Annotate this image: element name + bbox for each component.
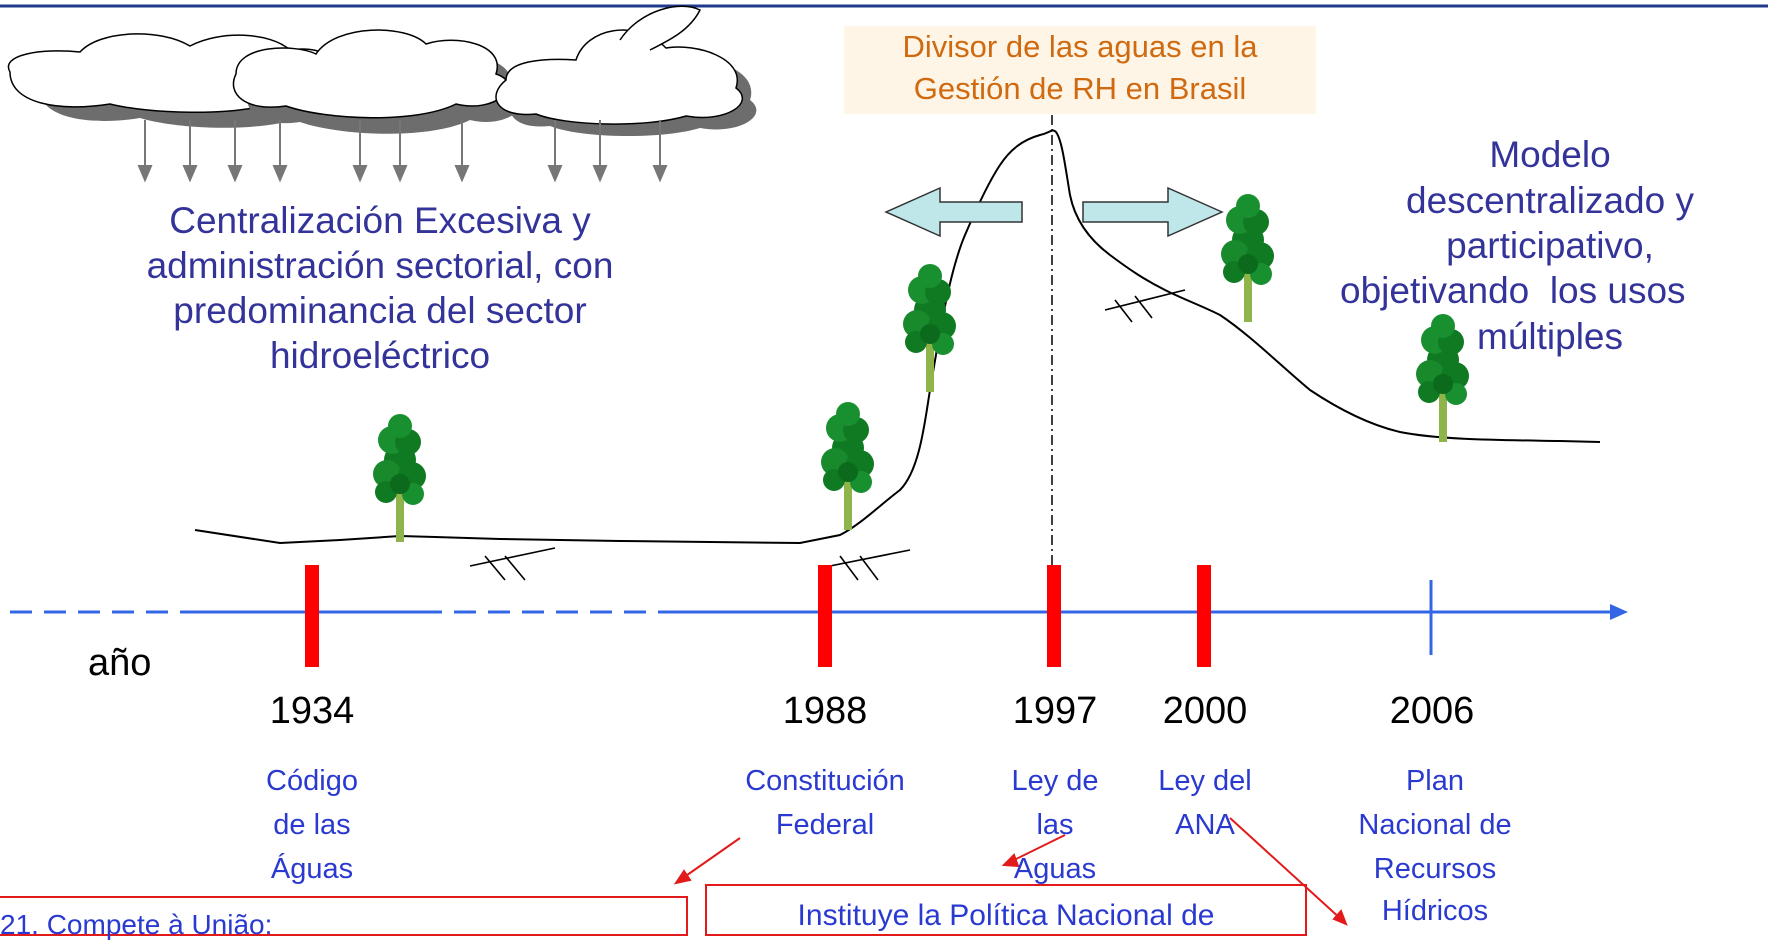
tree-icon [373, 414, 426, 542]
milestone-1934 [305, 565, 319, 667]
left-text-line-1: Centralización Excesiva y [169, 200, 591, 241]
event-label-1934-line-1: Código [266, 765, 358, 797]
bottom-box-left-text: 21. Compete à União: [0, 909, 273, 940]
event-label-1997-line-1: Ley de [1011, 765, 1099, 797]
annotation-arrow [673, 837, 741, 885]
year-label-2006: 2006 [1389, 690, 1475, 732]
hatch-mark [469, 547, 556, 581]
event-label-1988-line-2: Federal [775, 809, 875, 841]
heading-line-2: Gestión de RH en Brasil [913, 71, 1247, 106]
right-text-line-4: objetivando los usos [1340, 270, 1686, 311]
event-label-1997-line-3: Aguas [1013, 853, 1097, 885]
rain-arrow-head [137, 165, 153, 183]
milestone-2000 [1197, 565, 1211, 667]
left-text-line-2: administración sectorial, con [146, 245, 614, 286]
event-label-1934-line-2: de las [273, 809, 351, 841]
bottom-box-center-text: Instituye la Política Nacional de [797, 899, 1215, 932]
event-label-2006-line-3: Recursos [1373, 853, 1497, 885]
milestone-1988 [818, 565, 832, 667]
event-label-1988-line-1: Constitución [745, 765, 905, 797]
year-label-1997: 1997 [1012, 690, 1098, 732]
annotation-arrow [1001, 834, 1066, 868]
hatch-mark [819, 549, 911, 581]
event-label-2006-line-4: Hídricos [1381, 895, 1489, 927]
heading-box [844, 26, 1316, 114]
event-label-2000-line-1: Ley del [1158, 765, 1252, 797]
rain-arrow-head [352, 165, 368, 183]
event-label-1934-line-3: Águas [270, 853, 354, 885]
double-arrow-icon [1082, 186, 1224, 238]
annotation-arrow [1229, 817, 1348, 926]
rain-arrow-head [547, 165, 563, 183]
rain-arrow-head [454, 165, 470, 183]
rain-arrow-head [652, 165, 668, 183]
terrain-line [194, 129, 1601, 545]
right-text-line-3: participativo, [1446, 225, 1654, 266]
rain-arrow-head [182, 165, 198, 183]
year-label-2000: 2000 [1162, 690, 1248, 732]
event-label-2006-line-1: Plan [1405, 765, 1465, 797]
right-text-line-1: Modelo [1489, 134, 1611, 175]
right-text-line-5: múltiples [1477, 316, 1623, 357]
rain-arrow-icon [137, 120, 668, 183]
rain-arrow-head [272, 165, 288, 183]
event-label-2000-line-2: ANA [1175, 809, 1235, 841]
left-text-line-4: hidroeléctrico [269, 335, 491, 376]
right-text-line-2: descentralizado y [1406, 180, 1694, 221]
rain-arrow-head [392, 165, 408, 183]
rain-arrow-head [227, 165, 243, 183]
left-text-line-3: predominancia del sector [173, 290, 587, 331]
cloud-icon [232, 29, 523, 134]
tree-icon [903, 264, 956, 392]
hatch-mark [1104, 289, 1186, 323]
rain-arrow-head [592, 165, 608, 183]
double-arrow-icon [884, 186, 1023, 238]
event-label-2006-line-2: Nacional de [1358, 809, 1512, 841]
heading-line-1: Divisor de las aguas en la [902, 29, 1258, 64]
tree-icon [1221, 194, 1274, 322]
year-label-1934: 1934 [269, 690, 355, 732]
event-label-1997-line-2: las [1036, 809, 1074, 841]
cloud-icon [495, 5, 757, 137]
tree-icon [821, 402, 874, 530]
year-label-1988: 1988 [782, 690, 868, 732]
axis-label: año [88, 642, 152, 684]
milestone-1997 [1047, 565, 1061, 667]
